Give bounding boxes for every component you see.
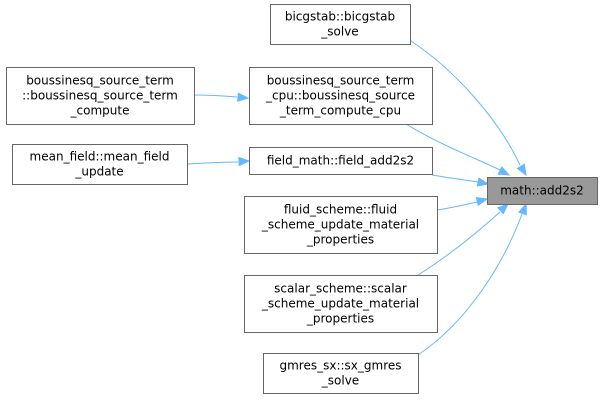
node-label-line: boussinesq_source_term [267,74,415,88]
node-box [270,4,411,45]
edge-scalar-scheme-update-material-properties-to-math-add2s2 [417,203,510,276]
node-label-line: _scheme_update_material [261,218,419,232]
edge-line [193,94,238,98]
node-box [244,275,438,333]
node-label-line: _scheme_update_material [261,297,419,311]
node-label-line: field_math::field_add2s2 [267,154,414,168]
node-fluid-scheme-update-material-properties[interactable]: fluid_scheme::fluid_scheme_update_materi… [244,196,438,254]
node-mean-field-update[interactable]: mean_field::mean_field_update [12,144,188,185]
node-label-line: _cpu::boussinesq_source [265,89,415,103]
node-label-line: _compute [70,104,130,118]
edge-line [405,123,501,171]
node-field-math-field-add2s2[interactable]: field_math::field_add2s2 [249,147,433,175]
node-box [12,144,188,185]
node-label-line: scalar_scheme::scalar [274,282,407,296]
arrowhead-icon [475,196,489,207]
edge-line [431,174,479,183]
arrowhead-icon [497,166,511,176]
edge-line [410,40,521,166]
edge-mean-field-update-to-field-math-field-add2s2 [186,156,251,167]
node-label-line: _properties [306,233,374,247]
node-label-line: bicgstab::bicgstab [285,10,395,24]
node-box [244,196,438,254]
node-boussinesq-source-term-compute[interactable]: boussinesq_source_term::boussinesq_sourc… [6,67,195,125]
arrowhead-icon [476,177,490,187]
node-label-line: gmres_sx::sx_gmres [279,359,401,373]
node-math-add2s2[interactable]: math::add2s2 [487,177,598,205]
node-label-line: _term_compute_cpu [279,104,401,118]
arrowhead-icon [238,156,251,167]
node-box [487,177,598,205]
node-label-line: _solve [321,374,359,388]
node-label-line: ::boussinesq_source_term [22,89,178,103]
node-box [249,67,433,125]
edge-bicgstab-solve-to-math-add2s2 [410,40,527,177]
arrowhead-icon [237,92,250,102]
node-gmres-sx-solve[interactable]: gmres_sx::sx_gmres_solve [263,353,419,394]
node-label-line: math::add2s2 [500,184,584,198]
edge-boussinesq-source-term-compute-cpu-to-math-add2s2 [405,123,511,176]
node-box [263,353,419,394]
edge-line [186,161,239,165]
node-label-line: _solve [320,25,358,39]
node-boussinesq-source-term-compute-cpu[interactable]: boussinesq_source_term_cpu::boussinesq_s… [249,67,433,125]
node-label-line: _properties [306,312,374,326]
arrowhead-icon [516,163,527,177]
arrowhead-icon [497,203,510,215]
edge-gmres-sx-solve-to-math-add2s2 [417,202,528,356]
node-label-line: fluid_scheme::fluid [284,203,397,217]
node-box [249,147,433,175]
node-bicgstab-solve[interactable]: bicgstab::bicgstab_solve [270,4,411,45]
node-label-line: _update [74,165,123,179]
edge-field-math-field-add2s2-to-math-add2s2 [431,174,490,187]
edge-line [436,201,478,211]
edge-boussinesq-source-term-compute-to-boussinesq-source-term-compute-cpu [193,92,250,102]
node-scalar-scheme-update-material-properties[interactable]: scalar_scheme::scalar_scheme_update_mate… [244,275,438,333]
node-box [6,67,195,125]
edge-fluid-scheme-update-material-properties-to-math-add2s2 [436,196,489,211]
edges-layer [186,40,528,356]
edge-line [417,213,523,356]
nodes-layer: math::add2s2bicgstab::bicgstab_solvebous… [6,4,598,394]
edge-line [417,211,501,276]
node-label-line: mean_field::mean_field [30,150,170,164]
arrowhead-icon [518,202,528,216]
node-label-line: boussinesq_source_term [26,74,174,88]
